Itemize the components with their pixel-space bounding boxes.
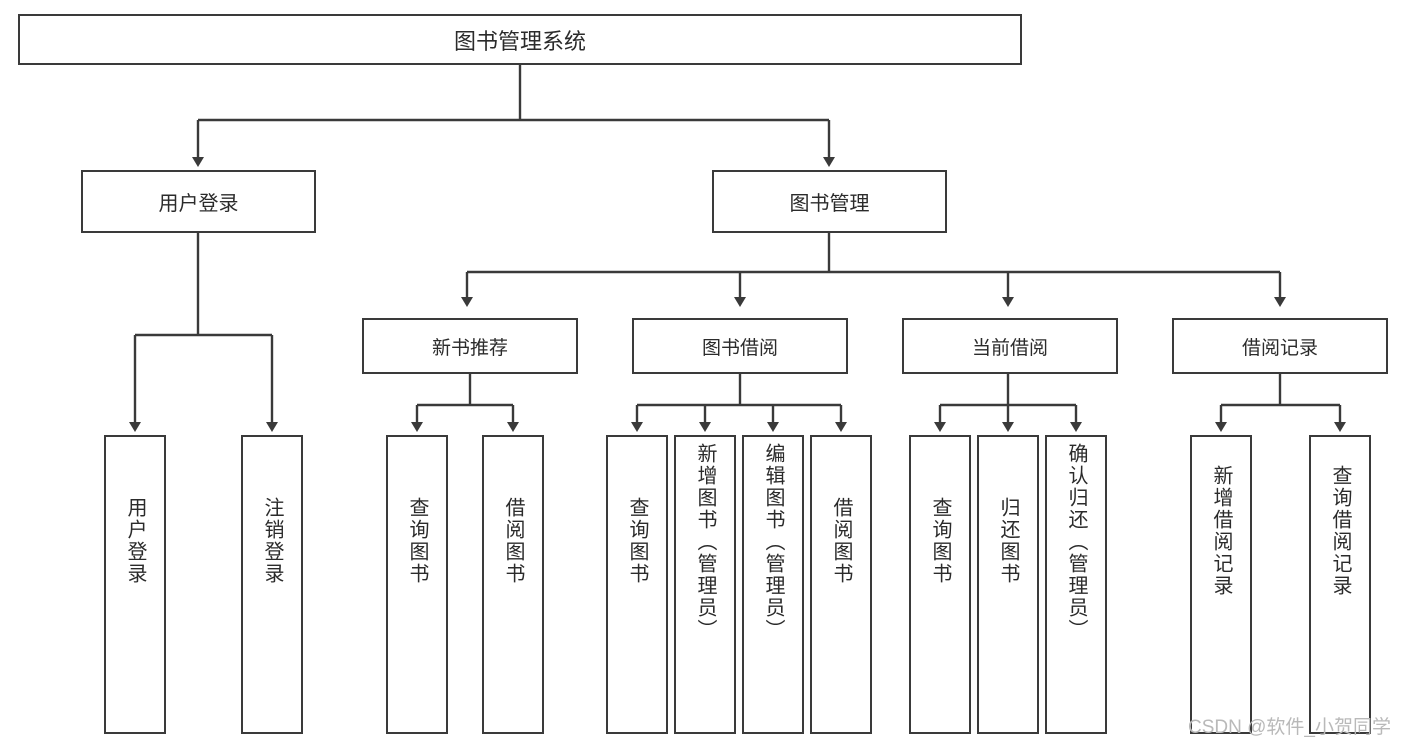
- watermark: CSDN @软件_小贺同学: [1188, 717, 1391, 738]
- node-leaf-borrow-book-2-label: 借阅图书: [830, 497, 852, 585]
- node-new-book-recommend-label: 新书推荐: [431, 337, 508, 359]
- node-leaf-add-record[interactable]: 新增借阅记录: [1190, 435, 1252, 734]
- node-leaf-query-book-2-label: 查询图书: [626, 497, 648, 585]
- node-leaf-add-book-label: 新增图书（管理员）: [694, 443, 716, 641]
- node-leaf-return-book[interactable]: 归还图书: [977, 435, 1039, 734]
- node-leaf-logout-login[interactable]: 注销登录: [241, 435, 303, 734]
- node-leaf-query-book-1[interactable]: 查询图书: [386, 435, 448, 734]
- node-borrow-record[interactable]: 借阅记录: [1172, 318, 1388, 374]
- node-current-borrow[interactable]: 当前借阅: [902, 318, 1118, 374]
- node-leaf-confirm-return[interactable]: 确认归还（管理员）: [1045, 435, 1107, 734]
- node-leaf-confirm-return-label: 确认归还（管理员）: [1065, 443, 1087, 641]
- node-borrow-record-label: 借阅记录: [1241, 337, 1318, 359]
- node-root-label: 图书管理系统: [453, 28, 586, 54]
- node-user-login[interactable]: 用户登录: [81, 170, 316, 233]
- node-current-borrow-label: 当前借阅: [971, 337, 1048, 359]
- node-leaf-borrow-book-1[interactable]: 借阅图书: [482, 435, 544, 734]
- node-leaf-edit-book-label: 编辑图书（管理员）: [762, 443, 784, 641]
- node-book-borrow-label: 图书借阅: [701, 337, 778, 359]
- node-leaf-query-book-3[interactable]: 查询图书: [909, 435, 971, 734]
- node-leaf-query-record-label: 查询借阅记录: [1329, 465, 1351, 597]
- node-leaf-query-record[interactable]: 查询借阅记录: [1309, 435, 1371, 734]
- node-leaf-return-book-label: 归还图书: [997, 497, 1019, 585]
- node-leaf-user-login[interactable]: 用户登录: [104, 435, 166, 734]
- node-book-management-label: 图书管理: [789, 193, 870, 215]
- node-leaf-logout-login-label: 注销登录: [261, 497, 283, 585]
- node-leaf-borrow-book-2[interactable]: 借阅图书: [810, 435, 872, 734]
- node-book-management[interactable]: 图书管理: [712, 170, 947, 233]
- node-leaf-query-book-1-label: 查询图书: [406, 497, 428, 585]
- node-leaf-add-book[interactable]: 新增图书（管理员）: [674, 435, 736, 734]
- node-leaf-query-book-2[interactable]: 查询图书: [606, 435, 668, 734]
- node-new-book-recommend[interactable]: 新书推荐: [362, 318, 578, 374]
- node-leaf-query-book-3-label: 查询图书: [929, 497, 951, 585]
- node-book-borrow[interactable]: 图书借阅: [632, 318, 848, 374]
- node-leaf-edit-book[interactable]: 编辑图书（管理员）: [742, 435, 804, 734]
- node-user-login-label: 用户登录: [158, 193, 239, 215]
- node-leaf-borrow-book-1-label: 借阅图书: [502, 497, 524, 585]
- node-leaf-add-record-label: 新增借阅记录: [1210, 465, 1232, 597]
- node-root[interactable]: 图书管理系统: [18, 14, 1022, 65]
- node-leaf-user-login-label: 用户登录: [124, 497, 146, 585]
